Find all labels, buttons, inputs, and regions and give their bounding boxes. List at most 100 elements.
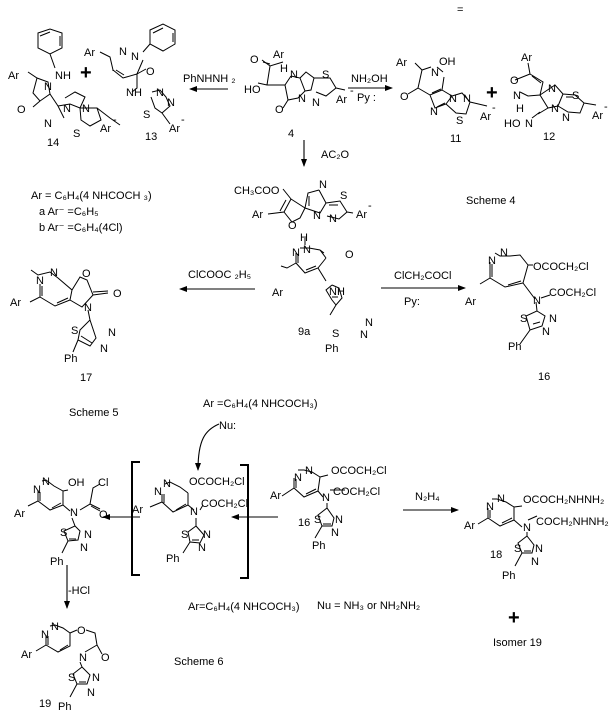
reagent-ac2o: AC₂O <box>321 149 350 161</box>
c11-oh: OH <box>439 56 456 68</box>
top-mark: = <box>457 4 463 16</box>
c11-n4: N <box>463 93 471 105</box>
c16-n1: N <box>488 255 496 267</box>
reagent-nu: Nu: <box>219 420 236 432</box>
int-n1: N <box>154 486 162 498</box>
c4-o2: O <box>275 104 284 116</box>
c16b-ococh2cl: OCOCH₂Cl <box>331 465 387 477</box>
c4-ar2: Ar <box>336 94 347 106</box>
c15-n2: N <box>313 210 321 222</box>
c16-n4: N <box>542 326 550 338</box>
c14-s: S <box>73 128 80 140</box>
c16b-n: N <box>322 492 330 504</box>
c13-o: O <box>146 66 155 78</box>
c19-n3: N <box>92 672 100 684</box>
c12-n2: N <box>548 83 556 95</box>
c4-n3: N <box>312 97 320 109</box>
c17-ph: Ph <box>64 353 77 365</box>
c15-ar2: Ar <box>356 209 367 221</box>
compound-19: N N O O Ar N S N N Ph 19 <box>21 621 110 713</box>
c18-ar: Ar <box>464 520 475 532</box>
c9a-ar: Ar <box>272 287 283 299</box>
c19-o2: O <box>101 652 110 664</box>
nu-definition: Nu = NH₃ or NH₂NH₂ <box>317 600 420 612</box>
ar-variant-a: a Ar⁻ =C₆H₅ <box>39 206 99 218</box>
c17-ar: Ar <box>10 297 21 309</box>
c17-n1: N <box>36 275 44 287</box>
open-n4: N <box>80 542 88 554</box>
int-n3: N <box>203 529 211 541</box>
c11-n1: N <box>431 67 439 79</box>
int-s: S <box>181 529 188 541</box>
c16-label: 16 <box>538 371 550 383</box>
c11-ar: Ar <box>396 57 407 69</box>
int-n4: N <box>198 542 206 554</box>
compound-intermediate: N N OCOCH₂Cl Ar N COCH₂Cl S N N Ph <box>132 476 248 565</box>
c16-s: S <box>520 313 527 325</box>
open-s: S <box>60 527 67 539</box>
c13-n1: N <box>119 46 127 58</box>
c14-n1: N <box>44 81 52 93</box>
c13-n4: N <box>167 97 175 109</box>
ar-definition-scheme6-top: Ar =C₆H₄(4 NHCOCH₃) <box>203 398 318 410</box>
c12-n5: N <box>525 118 533 130</box>
c16-n2: N <box>500 247 508 259</box>
c4-ar2-minus: - <box>350 85 354 97</box>
c16b-ar: Ar <box>270 490 281 502</box>
reagent-py1: Py : <box>357 92 376 104</box>
c17-o2: O <box>113 288 122 300</box>
c12-ho: HO <box>504 118 521 130</box>
int-ococh2cl: OCOCH₂Cl <box>189 476 245 488</box>
c17-label: 17 <box>80 372 92 384</box>
c12-n4: N <box>562 112 570 124</box>
c11-ar2: Ar <box>480 111 491 123</box>
nucleophile-attack-arrow <box>195 423 220 471</box>
right-bracket <box>240 464 249 579</box>
ar-definition: Ar = C₆H₄(4 NHCOCH ₃) <box>31 190 152 202</box>
c13-ar: Ar <box>84 47 95 59</box>
reagent-nh2oh: NH₂OH <box>351 73 388 85</box>
c15-ar2-minus: - <box>368 200 372 212</box>
compound-16: N N OCOCH₂Cl Ar N COCH₂Cl S N N Ph 16 <box>465 247 596 383</box>
c16-n: N <box>533 295 541 307</box>
c19-n1: N <box>41 629 49 641</box>
c18-n4: N <box>531 556 539 568</box>
c19-ar: Ar <box>21 649 32 661</box>
c19-label: 19 <box>39 698 51 710</box>
c18-n: N <box>523 522 531 534</box>
int-ar: Ar <box>132 504 143 516</box>
c4-label: 4 <box>288 128 294 140</box>
c18-s: S <box>514 543 521 555</box>
c9a-label: 9a <box>298 326 311 338</box>
ar-variant-b: b Ar⁻ =C₆H₄(4Cl) <box>39 222 123 234</box>
c14-nh: NH <box>55 70 71 82</box>
open-n: N <box>70 507 78 519</box>
c18-label: 18 <box>490 549 502 561</box>
c15-n1: N <box>319 179 327 191</box>
compound-11: Ar OH N O N N N S Ar - 11 <box>396 56 496 145</box>
c16b-s: S <box>314 514 321 526</box>
c11-n2: N <box>430 106 438 118</box>
scheme-5-caption: Scheme 5 <box>69 407 119 419</box>
c17-n3: N <box>108 327 116 339</box>
c13-label: 13 <box>145 131 157 143</box>
ar-definition-scheme6: Ar=C₆H₄(4 NHCOCH₃) <box>188 601 300 613</box>
reagent-n2h4: N₂H₄ <box>415 491 440 503</box>
c18-n3: N <box>535 543 543 555</box>
c9a-h: H <box>300 232 308 244</box>
c18-ococh2nhnh2: OCOCH₂NHNH₂ <box>523 494 604 506</box>
open-n2: N <box>42 476 50 488</box>
c16-n3: N <box>549 313 557 325</box>
c16-coch2cl: COCH₂Cl <box>549 287 596 299</box>
c4-ar: Ar <box>273 49 284 61</box>
c4-o1: O <box>250 54 259 66</box>
compound-13: Ar N N O NH N N S Ar - 13 <box>84 23 185 143</box>
c16b-ph: Ph <box>312 540 325 552</box>
c12-s: S <box>572 90 579 102</box>
c15-o: O <box>288 220 297 232</box>
c17-n: N <box>84 302 92 314</box>
c16b-n2: N <box>305 465 313 477</box>
c16b-coch2cl: COCH₂Cl <box>333 486 380 498</box>
c19-ph: Ph <box>58 701 71 713</box>
c15-n3: N <box>329 213 337 225</box>
